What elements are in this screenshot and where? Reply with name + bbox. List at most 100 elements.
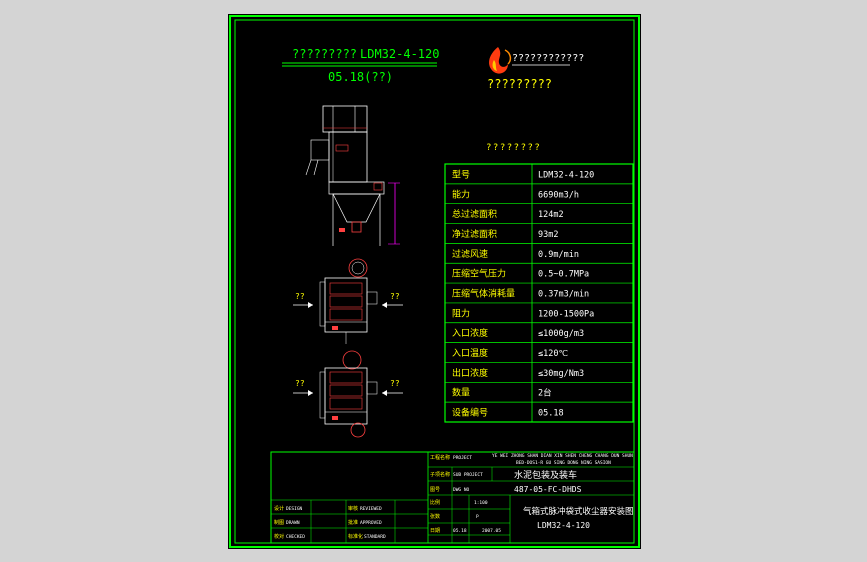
tb-standard-label: 标准化 xyxy=(348,533,363,540)
spec-label: 能力 xyxy=(452,188,470,200)
arrow-lower-left: ?? xyxy=(293,379,313,396)
arrow-label: ?? xyxy=(390,379,400,388)
spec-label: 总过滤面积 xyxy=(452,208,497,220)
plan-view-lower[interactable] xyxy=(319,350,378,438)
tb-company-header: YE WEI ZHONG SHAN DIAN XIN SHEN CHENG CH… xyxy=(492,453,633,459)
elevation-line xyxy=(305,159,312,176)
tb-scale-label: 比例 xyxy=(430,499,440,506)
spec-value: 2台 xyxy=(538,388,552,399)
tb-draw-label: 制图 xyxy=(274,519,284,526)
spec-value: 93m2 xyxy=(538,230,558,240)
plan-side-box xyxy=(366,381,378,395)
elevation-inlet xyxy=(310,139,330,161)
tb-project-code: PROJECT xyxy=(453,455,472,461)
plan-side-box xyxy=(319,281,326,327)
tb-date-label: 日期 xyxy=(430,528,440,534)
company-line: ???????????? xyxy=(512,53,584,64)
tb-drawing-title: 气箱式脉冲袋式收尘器安装图 xyxy=(523,506,634,517)
spec-value: 1200-1500Pa xyxy=(538,309,594,319)
arrow-head-icon xyxy=(308,302,313,308)
arrow-label: ?? xyxy=(295,292,305,301)
arrow-lower-right: ?? xyxy=(382,379,403,396)
plan-marker xyxy=(332,416,338,420)
tb-scale-value: 1:100 xyxy=(474,500,488,506)
tb-sheet-value: P xyxy=(476,514,479,520)
company-name: ????????? xyxy=(487,77,552,91)
elevation-hopper xyxy=(332,193,381,223)
tb-review-code: REVIEWED xyxy=(360,506,382,512)
plan-chamber xyxy=(329,295,363,308)
plan-fan-circle-inner xyxy=(351,261,365,275)
tb-check-label: 校对 xyxy=(274,533,284,540)
plan-chamber xyxy=(329,384,363,397)
elevation-top-marker xyxy=(373,182,383,191)
tb-sheet-label: 张数 xyxy=(430,513,440,520)
spec-value: 0.5~0.7MPa xyxy=(538,270,589,280)
tb-draw-code: DRAWN xyxy=(286,520,300,526)
spec-label: 压缩气体消耗量 xyxy=(452,288,515,300)
tb-check-code: CHECKED xyxy=(286,534,305,540)
spec-label: 出口浓度 xyxy=(452,367,488,379)
elevation-view[interactable] xyxy=(305,105,400,246)
title-block-border xyxy=(270,451,635,544)
spec-label: 入口温度 xyxy=(452,347,488,359)
company-logo xyxy=(489,47,512,74)
spec-table-border xyxy=(444,163,634,423)
arrow-label: ?? xyxy=(390,292,400,301)
tb-approve-label: 批准 xyxy=(348,519,358,526)
tb-company-header2: BED-DOS1-R GU SING DONG NING SASION xyxy=(516,460,611,466)
spec-value: 0.37m3/min xyxy=(538,290,589,300)
spec-label: 过滤风速 xyxy=(452,248,488,260)
tb-review-label: 审核 xyxy=(348,505,358,512)
spec-label: 型号 xyxy=(452,169,470,180)
arrow-label: ?? xyxy=(295,379,305,388)
arrow-head-icon xyxy=(382,302,387,308)
spec-label: 数量 xyxy=(452,387,470,399)
spec-label: 压缩空气压力 xyxy=(452,268,506,280)
tb-design-code: DESIGN xyxy=(286,506,303,512)
tb-approve-code: APPROVED xyxy=(360,520,382,526)
elevation-line xyxy=(313,159,319,176)
header: ????????? LDM32-4-120 05.18(??) ????????… xyxy=(282,47,584,91)
plan-chamber xyxy=(329,308,363,321)
plan-fan-circle xyxy=(342,350,362,370)
tb-part-code: SUB PROJECT xyxy=(453,472,483,478)
tb-part-label: 子项名称 xyxy=(430,471,450,478)
arrow-upper-right: ?? xyxy=(382,292,403,308)
arrow-upper-left: ?? xyxy=(293,292,313,308)
section-label: ???????? xyxy=(486,143,541,153)
tb-design-label: 设计 xyxy=(274,505,284,512)
tb-date-value: 05.18 xyxy=(453,528,467,534)
spec-label: 净过滤面积 xyxy=(452,228,497,240)
spec-value: 124m2 xyxy=(538,210,564,220)
elevation-inlet-mark xyxy=(335,144,349,152)
spec-value: ≤120℃ xyxy=(538,349,568,359)
plan-view-upper[interactable] xyxy=(319,258,378,344)
tb-date-extra: 2007.05 xyxy=(482,528,501,534)
arrow-head-icon xyxy=(308,390,313,396)
plan-chamber xyxy=(329,397,363,410)
flame-inner-icon xyxy=(492,60,497,71)
plan-chamber xyxy=(329,371,363,384)
elevation-valve xyxy=(351,221,362,233)
spec-value: LDM32-4-120 xyxy=(538,170,594,180)
tb-dwg-code: DWG NO xyxy=(453,487,470,493)
outer-frame xyxy=(229,15,640,548)
tb-standard-code: STANDARD xyxy=(364,534,386,540)
spec-value: 0.9m/min xyxy=(538,250,579,260)
header-title-model: LDM32-4-120 xyxy=(360,47,439,61)
spec-value: 05.18 xyxy=(538,409,564,419)
plan-chamber xyxy=(329,282,363,295)
arrow-head-icon xyxy=(382,390,387,396)
header-subtitle: 05.18(??) xyxy=(328,70,393,84)
elevation-valve-marker xyxy=(339,228,345,232)
title-block[interactable]: YE WEI ZHONG SHAN DIAN XIN SHEN CHENG CH… xyxy=(270,451,635,544)
spec-label: 设备编号 xyxy=(452,407,488,419)
spec-value: ≤1000g/m3 xyxy=(538,329,584,339)
spec-value: ≤30mg/Nm3 xyxy=(538,369,584,379)
tb-project-label: 工程名称 xyxy=(430,454,450,461)
spec-label: 入口浓度 xyxy=(452,327,488,339)
tb-drawing-model: LDM32-4-120 xyxy=(537,521,590,530)
